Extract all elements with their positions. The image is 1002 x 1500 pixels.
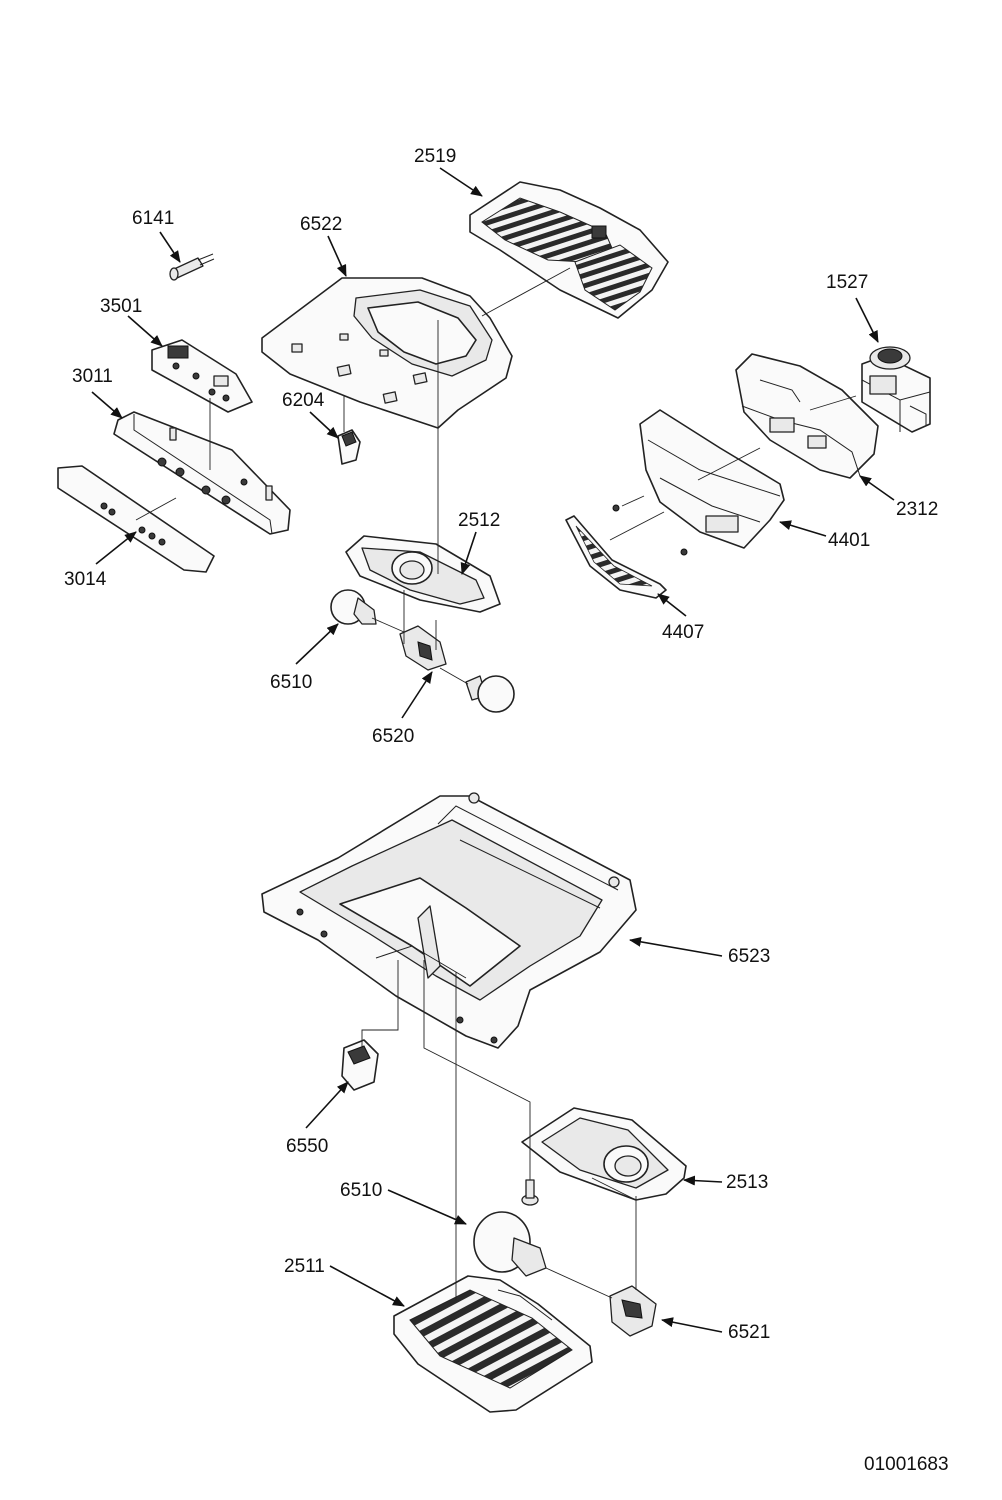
part-3011-control-housing — [113, 411, 291, 535]
label-4401: 4401 — [828, 530, 870, 551]
label-6521: 6521 — [728, 1322, 770, 1343]
label-1527: 1527 — [826, 272, 868, 293]
label-2511: 2511 — [284, 1256, 325, 1277]
label-2512: 2512 — [458, 510, 500, 531]
assembly-guide-lines-upper — [135, 267, 857, 685]
part-1527-motor — [861, 346, 931, 433]
label-3501: 3501 — [100, 296, 142, 317]
part-4407-grille — [565, 504, 688, 599]
part-6520-socket — [399, 625, 447, 671]
part-6204-switch — [337, 429, 361, 465]
diagram-id: 01001683 — [864, 1454, 949, 1475]
part-2519-vent-cover — [469, 181, 669, 319]
part-6523-main-housing — [261, 792, 637, 1049]
part-6521-socket — [609, 1285, 657, 1337]
label-4407: 4407 — [662, 622, 704, 643]
part-6141-screw — [169, 253, 215, 281]
label-6204: 6204 — [282, 390, 325, 411]
part-2513-lamp-housing — [521, 1107, 687, 1201]
screw-lower — [521, 1179, 539, 1206]
label-2312: 2312 — [896, 499, 938, 520]
label-6522: 6522 — [300, 214, 342, 235]
part-bulb-upper-right — [465, 675, 515, 713]
part-6522-frame — [261, 277, 513, 429]
label-2513: 2513 — [726, 1172, 768, 1193]
label-3014: 3014 — [64, 569, 107, 590]
label-3011: 3011 — [72, 366, 113, 387]
label-6550: 6550 — [286, 1136, 328, 1157]
part-6510-bulb-upper — [330, 589, 377, 625]
part-2512-lamp-housing — [345, 535, 501, 613]
part-3501-circuit-board — [151, 339, 253, 413]
part-6510-bulb-lower — [473, 1211, 547, 1277]
part-2312-bin — [735, 353, 879, 479]
leader-arrows — [91, 167, 895, 1333]
part-2511-drip-tray — [393, 1275, 593, 1413]
label-6510-upper: 6510 — [270, 672, 312, 693]
part-3014-overlay — [57, 465, 215, 573]
label-6141: 6141 — [132, 208, 174, 229]
part-4401-dispenser-front — [639, 409, 785, 549]
label-6523: 6523 — [728, 946, 770, 967]
assembly-guide-lines-lower — [361, 960, 637, 1300]
part-6550-switch — [341, 1039, 379, 1091]
label-6510-lower: 6510 — [340, 1180, 382, 1201]
label-6520: 6520 — [372, 726, 414, 747]
label-2519: 2519 — [414, 146, 456, 167]
